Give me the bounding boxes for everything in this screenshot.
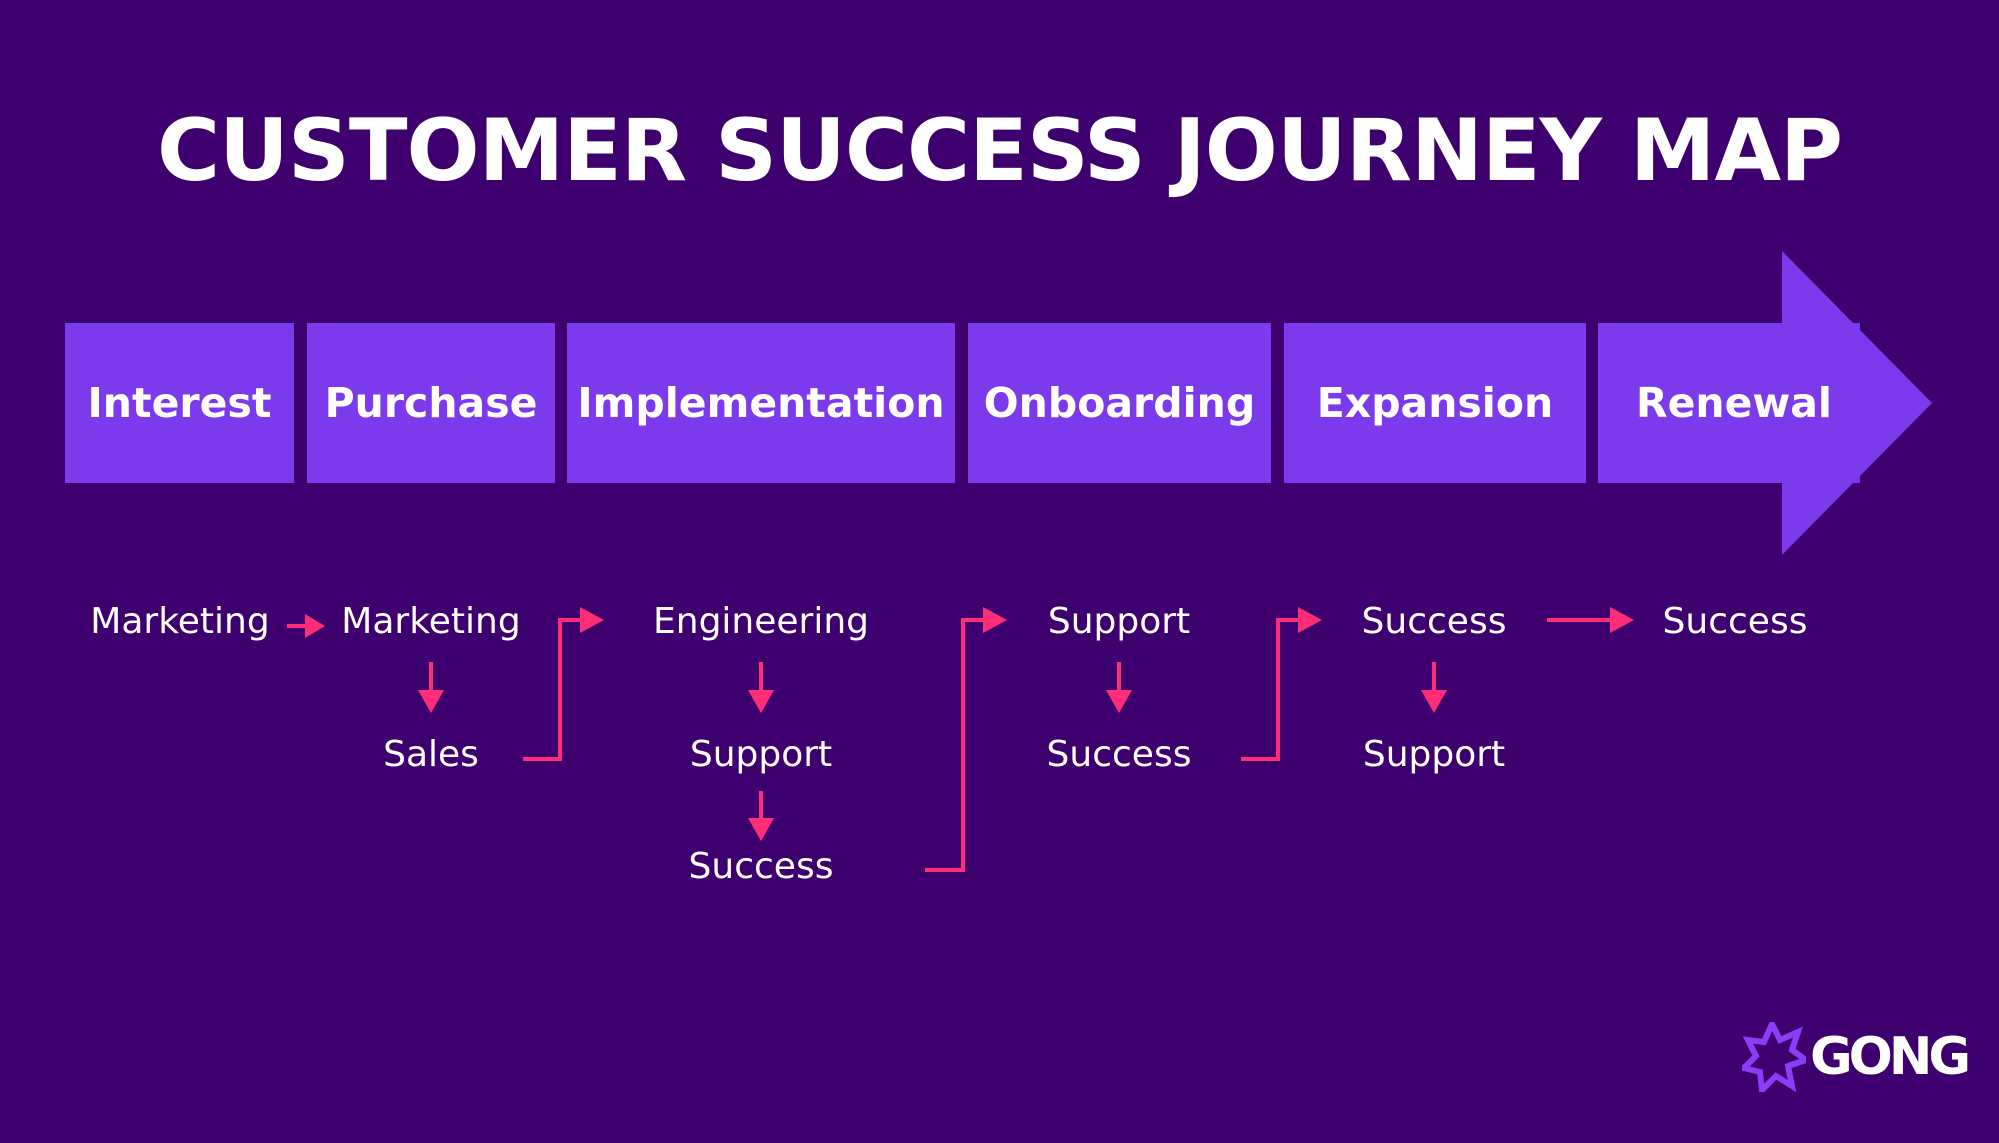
team-purchase-sales: Sales bbox=[383, 734, 479, 775]
stage-label: Renewal bbox=[1636, 379, 1832, 427]
team-renewal-success: Success bbox=[1662, 601, 1808, 642]
team-implementation-engineering: Engineering bbox=[653, 601, 869, 642]
arrowhead-down bbox=[418, 690, 444, 713]
arrowhead-down bbox=[1421, 690, 1447, 713]
team-purchase-marketing: Marketing bbox=[341, 601, 521, 642]
stage-label: Expansion bbox=[1316, 379, 1554, 427]
stage-renewal: Renewal bbox=[1598, 323, 1860, 483]
arrowhead-down bbox=[748, 690, 774, 713]
stage-implementation: Implementation bbox=[567, 323, 955, 483]
stage-expansion: Expansion bbox=[1284, 323, 1586, 483]
team-expansion-success: Success bbox=[1361, 601, 1507, 642]
stage-label: Interest bbox=[87, 379, 272, 427]
stage-onboarding: Onboarding bbox=[968, 323, 1271, 483]
connector-success-onboarding bbox=[925, 618, 985, 872]
stage-label: Purchase bbox=[324, 379, 538, 427]
arrowhead-right bbox=[983, 607, 1007, 633]
arrowhead-right bbox=[1610, 607, 1634, 633]
team-expansion-support: Support bbox=[1362, 734, 1506, 775]
page-title: CUSTOMER SUCCESS JOURNEY MAP bbox=[156, 101, 1843, 201]
stage-interest: Interest bbox=[65, 323, 294, 483]
stage-label: Implementation bbox=[577, 379, 945, 427]
team-implementation-support: Support bbox=[689, 734, 833, 775]
connector-onboarding-expansion bbox=[1241, 618, 1300, 761]
gong-logo-text: GONG bbox=[1810, 1027, 1971, 1087]
arrowhead-right bbox=[305, 614, 325, 638]
connector-sales-engineering bbox=[523, 618, 582, 761]
arrowheads bbox=[305, 607, 1634, 841]
team-onboarding-success: Success bbox=[1046, 734, 1192, 775]
stage-label: Onboarding bbox=[983, 379, 1256, 427]
gong-burst-icon bbox=[1742, 1022, 1806, 1092]
arrowhead-right bbox=[580, 607, 604, 633]
connectors bbox=[287, 618, 1612, 872]
arrowhead-down bbox=[1106, 690, 1132, 713]
arrowhead-down bbox=[748, 818, 774, 841]
arrowhead-right bbox=[1298, 607, 1322, 633]
stage-purchase: Purchase bbox=[307, 323, 555, 483]
team-implementation-success: Success bbox=[688, 846, 834, 887]
team-onboarding-support: Support bbox=[1047, 601, 1191, 642]
team-interest-marketing: Marketing bbox=[90, 601, 270, 642]
